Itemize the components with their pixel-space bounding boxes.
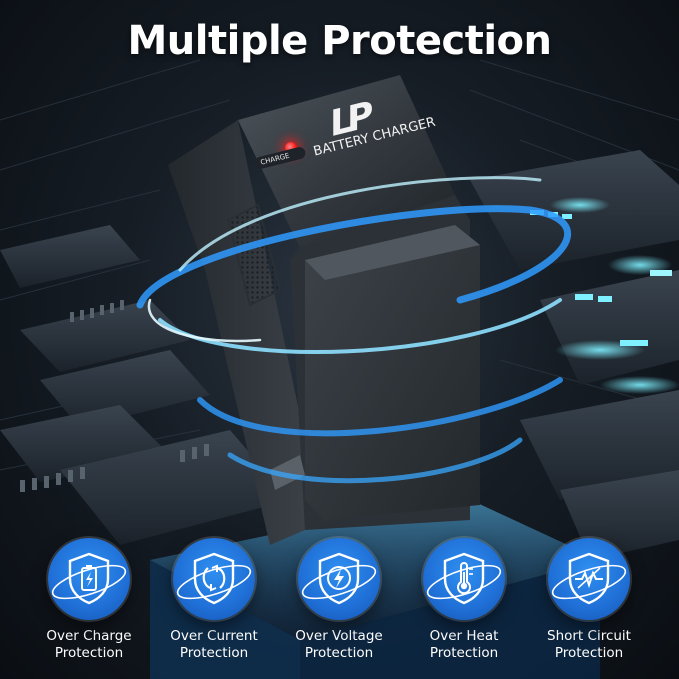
thermometer-shield-icon [423, 538, 505, 620]
battery-shield-icon [48, 538, 130, 620]
current-shield-icon [173, 538, 255, 620]
page-title: Multiple Protection [127, 18, 553, 64]
lightning-shield-icon [298, 538, 380, 620]
circuit-shield-icon [548, 538, 630, 620]
